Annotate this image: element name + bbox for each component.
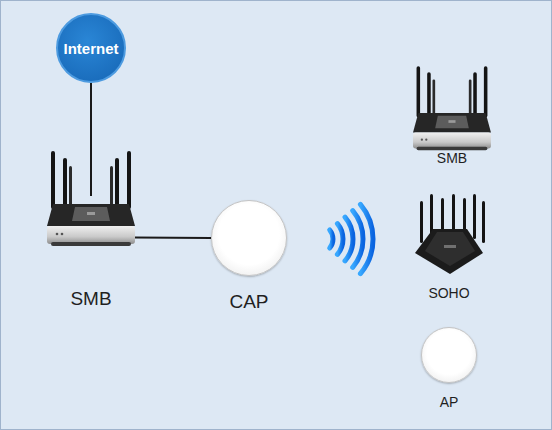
- cable-line: [135, 237, 211, 239]
- cable-line: [90, 83, 92, 196]
- router-device: SMB: [47, 196, 135, 248]
- ceiling-ap: CAP: [211, 200, 287, 276]
- device-label: SOHO: [385, 285, 513, 301]
- device-label: Internet: [63, 40, 118, 57]
- device-label: AP: [392, 394, 506, 410]
- router-device: SOHO: [415, 223, 483, 275]
- router-device: SMB: [413, 106, 491, 138]
- internet-cloud: Internet: [56, 13, 126, 83]
- device-label: SMB: [383, 150, 521, 166]
- device-label: SMB: [17, 288, 165, 310]
- ceiling-ap: AP: [421, 327, 477, 383]
- wifi-waves: [330, 204, 373, 273]
- network-cable: [91, 83, 92, 196]
- device-label: CAP: [182, 291, 316, 313]
- soho-router-illustration: [415, 194, 485, 274]
- router-illustration: [413, 66, 491, 150]
- network-cable: [135, 237, 211, 238]
